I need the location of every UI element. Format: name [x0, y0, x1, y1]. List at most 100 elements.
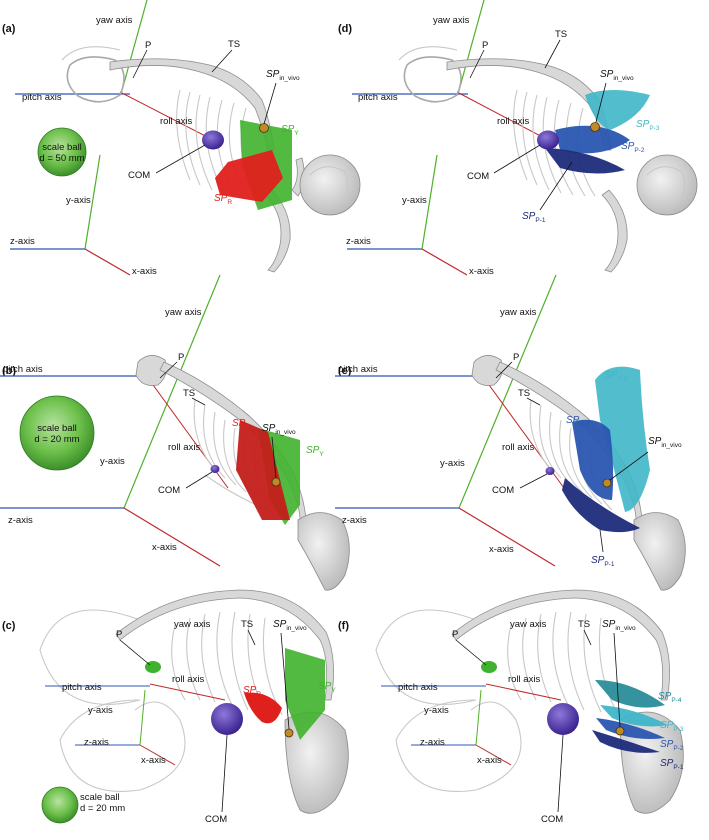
p-label: P: [452, 629, 458, 640]
com-sphere: [210, 465, 220, 473]
panel-tag-b: (b): [2, 365, 16, 377]
panel-f: (f) P yaw axis TS p: [338, 589, 684, 825]
sp-plane-p1: [545, 148, 625, 174]
p-label: P: [482, 40, 488, 51]
sp-y-label: SPY: [281, 124, 299, 137]
yaw-axis-line: [457, 0, 485, 95]
sp-plane-r: [215, 150, 283, 202]
sp-in-vivo-label: SPin_vivo: [648, 436, 682, 449]
ts-label: TS: [555, 29, 567, 40]
z-axis-label: z-axis: [342, 515, 367, 526]
sp-r-label: SPR: [214, 193, 232, 206]
skeleton-a: [61, 46, 361, 273]
pitch-axis-label: pitch axis: [3, 364, 43, 375]
z-axis-label: z-axis: [346, 236, 371, 247]
panel-c: (c) scale ball d = 20 mm P y: [2, 589, 349, 825]
y-axis-label: y-axis: [424, 705, 449, 716]
skull: [284, 711, 349, 814]
sp-y-label: SPY: [318, 681, 336, 694]
com-sphere: [545, 467, 555, 475]
sp-plane-p3: [600, 705, 668, 727]
panel-tag-c: (c): [2, 620, 16, 632]
roll-axis-line: [149, 683, 226, 701]
yaw-y-axis-line: [458, 274, 557, 509]
yaw-axis-label: yaw axis: [500, 307, 537, 318]
x-axis-line: [421, 248, 468, 276]
scale-ball-size: d = 20 mm: [80, 803, 125, 814]
x-axis-line: [84, 248, 131, 276]
sp-plane-p2: [555, 125, 630, 154]
yaw-axis-label: yaw axis: [174, 619, 211, 630]
sp-in-vivo-marker: [284, 728, 294, 738]
sp-p4-label: SPP-4: [658, 691, 682, 704]
roll-axis-label: roll axis: [508, 674, 540, 685]
x-axis-label: x-axis: [132, 266, 157, 277]
pitch-axis-label: pitch axis: [338, 364, 378, 375]
sp-p1-label: SPP-1: [522, 211, 546, 224]
p-label: P: [145, 40, 151, 51]
x-axis-label: x-axis: [489, 544, 514, 555]
x-axis-line: [458, 507, 556, 567]
roll-axis-line: [456, 91, 551, 142]
z-axis-label: z-axis: [420, 737, 445, 748]
pitch-axis-label: pitch axis: [358, 92, 398, 103]
ts-label: TS: [241, 619, 253, 630]
scale-ball-a: [37, 127, 87, 177]
p-label: P: [513, 352, 519, 363]
com-label: COM: [467, 171, 489, 182]
sp-p3-label: SPP-3: [660, 720, 684, 733]
x-axis-line: [475, 744, 512, 766]
sp-in-vivo-marker: [590, 122, 600, 132]
roll-axis-label: roll axis: [502, 442, 534, 453]
sp-r-label: SPR: [232, 418, 250, 431]
sp-plane-r: [236, 420, 290, 520]
com-label: COM: [158, 485, 180, 496]
scale-ball-label: scale ball: [42, 142, 82, 153]
panel-tag-d: (d): [338, 23, 352, 35]
scale-ball-c: [41, 786, 79, 824]
com-label: COM: [541, 814, 563, 825]
skull: [636, 154, 698, 216]
z-axis-label: z-axis: [8, 515, 33, 526]
y-axis-label: y-axis: [402, 195, 427, 206]
z-axis-label: z-axis: [10, 236, 35, 247]
panel-e: (e) yaw axis P TS pitch axis roll: [335, 274, 686, 591]
x-axis-label: x-axis: [477, 755, 502, 766]
skeleton-d: [398, 46, 698, 273]
x-axis-line: [123, 507, 221, 567]
sp-p3-label: SPP-3: [604, 370, 628, 383]
y-axis-label: y-axis: [88, 705, 113, 716]
skull: [633, 512, 686, 591]
y-axis-line: [475, 689, 482, 746]
sp-plane-p2: [596, 718, 665, 739]
skeleton-e: [471, 355, 686, 591]
scale-ball-size: d = 20 mm: [34, 434, 79, 445]
roll-axis-label: roll axis: [172, 674, 204, 685]
ts-label: TS: [228, 39, 240, 50]
sp-plane-p2: [572, 419, 614, 500]
roll-axis-line: [485, 683, 562, 701]
sp-plane-p1: [562, 478, 640, 533]
sp-in-vivo-label: SPin_vivo: [600, 69, 634, 82]
sp-in-vivo-label: SPin_vivo: [266, 69, 300, 82]
com-label: COM: [205, 814, 227, 825]
scale-ball-label: scale ball: [80, 792, 120, 803]
yaw-axis-line: [120, 0, 148, 95]
sp-r-label: SPR: [243, 685, 261, 698]
roll-axis-label: roll axis: [160, 116, 192, 127]
x-axis-label: x-axis: [152, 542, 177, 553]
y-axis-label: y-axis: [66, 195, 91, 206]
sp-plane-p4: [595, 680, 665, 708]
sp-in-vivo-label: SPin_vivo: [262, 423, 296, 436]
x-axis-line: [139, 744, 176, 766]
y-axis-label: y-axis: [440, 458, 465, 469]
sp-in-vivo-label: SPin_vivo: [273, 619, 307, 632]
com-sphere: [202, 130, 224, 150]
com-sphere: [537, 130, 559, 150]
p-label: P: [116, 629, 122, 640]
sp-y-label: SPY: [306, 445, 324, 458]
scale-ball-b: [19, 395, 95, 471]
yaw-axis-label: yaw axis: [510, 619, 547, 630]
roll-axis-label: roll axis: [168, 442, 200, 453]
